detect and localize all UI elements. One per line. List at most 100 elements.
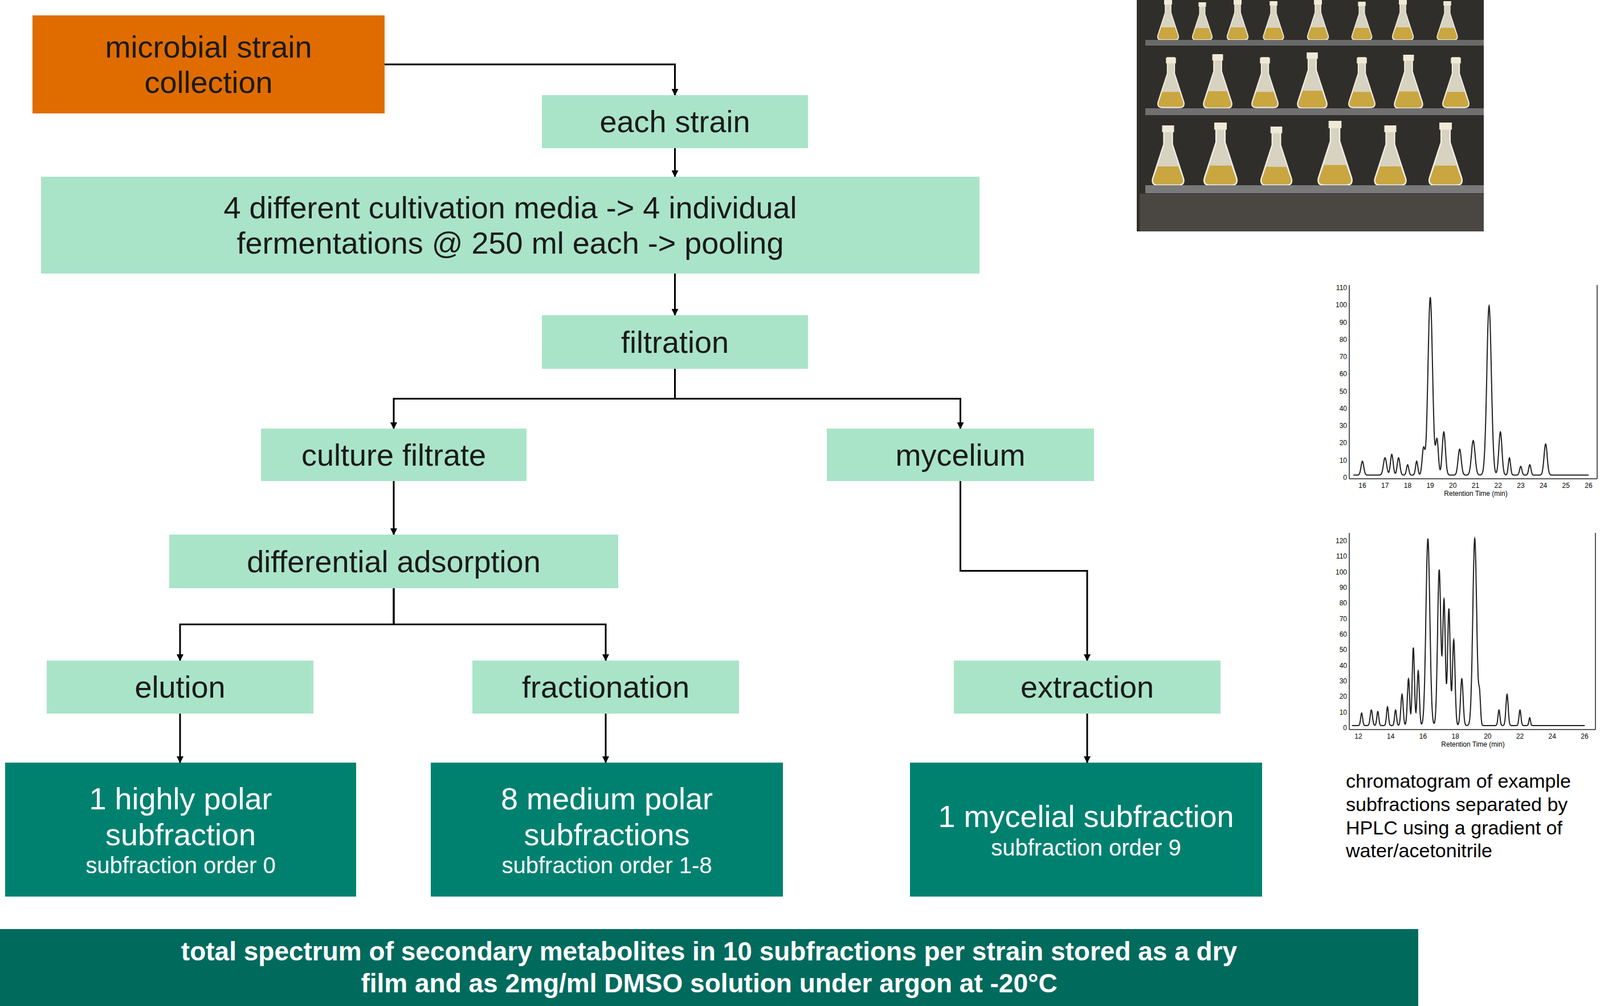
axis-tick: 18 (1446, 732, 1464, 741)
flow-arrow (1086, 713, 1089, 763)
axis-tick: 80 (1325, 335, 1348, 344)
chromatogram-trace (1353, 297, 1589, 476)
axis-tick: 70 (1325, 352, 1348, 361)
result-box: 8 medium polar subfractionssubfraction o… (430, 762, 783, 897)
axis-tick: 100 (1325, 568, 1348, 577)
process-box: fractionation (472, 660, 740, 714)
axis-tick: 110 (1325, 552, 1348, 561)
axis-tick: 70 (1325, 614, 1348, 623)
axis-tick: 24 (1535, 481, 1553, 490)
flask (1348, 57, 1375, 108)
axis-tick: 120 (1325, 536, 1348, 545)
box-subtext: subfraction order 1-8 (501, 851, 712, 879)
axis-tick: 18 (1398, 481, 1416, 490)
flow-arrow (393, 480, 395, 535)
flask (1263, 1, 1284, 40)
box-text: microbial strain collection (55, 29, 362, 100)
flow-arrow (605, 713, 607, 763)
flask (1392, 0, 1414, 40)
axis-tick: 23 (1512, 481, 1530, 490)
axis-tick: 20 (1479, 732, 1497, 741)
box-text: 8 medium polar subfractions (447, 780, 766, 852)
flask (1203, 122, 1238, 186)
chart-axis (1348, 532, 1350, 730)
process-box: differential adsorption (169, 534, 619, 589)
flask (1251, 57, 1279, 108)
flow-arrow (674, 148, 676, 177)
chromatogram-1 (1349, 284, 1598, 479)
axis-tick: 22 (1489, 481, 1507, 490)
process-box: mycelium (826, 428, 1095, 481)
box-text: elution (134, 668, 226, 705)
box-text: 1 mycelial subfraction (937, 798, 1234, 834)
shelf (1145, 185, 1484, 194)
flask (1317, 120, 1352, 186)
axis-tick: 30 (1325, 676, 1348, 685)
chart-axis (1348, 284, 1350, 479)
axis-tick: 40 (1325, 404, 1348, 413)
photo-ground (1136, 0, 1484, 232)
axis-tick: 100 (1325, 300, 1348, 309)
chromatogram-trace (1352, 538, 1585, 726)
process-box: culture filtrate (260, 428, 527, 481)
flask (1152, 125, 1184, 186)
flow-arrow (675, 368, 961, 429)
axis-tick: 50 (1325, 645, 1348, 654)
box-subtext: subfraction order 9 (990, 834, 1182, 861)
axis-tick: 25 (1557, 481, 1575, 490)
axis-tick: 22 (1511, 732, 1529, 741)
box-text: 4 different cultivation media -> 4 indiv… (137, 189, 883, 261)
axis-title: Retention Time (min) (1433, 740, 1513, 749)
flask (1260, 126, 1292, 186)
box-text: each strain (599, 103, 750, 140)
photo-shade (1136, 0, 1484, 232)
flask (1157, 0, 1179, 40)
caption-note: chromatogram of example subfractions sep… (1345, 769, 1597, 863)
axis-tick: 0 (1325, 723, 1348, 732)
axis-tick: 16 (1414, 732, 1432, 741)
axis-tick: 90 (1325, 583, 1348, 592)
flask (1157, 57, 1185, 108)
axis-tick: 0 (1325, 473, 1348, 482)
flow-arrow (393, 588, 606, 661)
flow-arrow (674, 273, 676, 316)
axis-tick: 16 (1353, 481, 1371, 490)
lab-photo (1136, 0, 1484, 232)
axis-tick: 10 (1325, 708, 1348, 717)
axis-tick: 14 (1382, 732, 1400, 741)
axis-tick: 17 (1376, 481, 1394, 490)
flask (1437, 1, 1458, 40)
axis-tick: 90 (1325, 318, 1348, 327)
result-box: 1 highly polar subfractionsubfraction or… (5, 762, 357, 897)
flask (1203, 54, 1232, 109)
box-subtext: subfraction order 0 (85, 851, 276, 879)
flow-arrow (393, 368, 676, 429)
flask (1442, 57, 1469, 108)
flow-arrow (179, 713, 182, 763)
chart-axis (1594, 532, 1597, 730)
axis-tick: 50 (1325, 387, 1348, 396)
flask (1307, 0, 1329, 40)
flow-arrow (384, 64, 676, 96)
process-box: each strain (541, 95, 808, 149)
chart-axis (1596, 284, 1598, 479)
process-box: elution (46, 660, 314, 714)
axis-tick: 60 (1325, 630, 1348, 639)
shelf (1145, 39, 1484, 46)
axis-tick: 26 (1580, 481, 1598, 490)
axis-tick: 26 (1576, 732, 1594, 741)
summary-band: total spectrum of secondary metabolites … (0, 928, 1419, 1006)
axis-tick: 24 (1543, 732, 1561, 741)
process-box: 4 different cultivation media -> 4 indiv… (41, 176, 980, 274)
flask (1429, 122, 1463, 186)
box-text: differential adsorption (246, 543, 541, 579)
axis-tick: 20 (1325, 692, 1348, 701)
box-text: extraction (1020, 668, 1154, 705)
flask (1374, 125, 1406, 186)
box-text: fractionation (521, 668, 690, 705)
flask (1351, 1, 1372, 40)
box-text: mycelium (895, 437, 1026, 473)
axis-title: Retention Time (min) (1435, 489, 1516, 498)
process-box: filtration (541, 315, 808, 369)
